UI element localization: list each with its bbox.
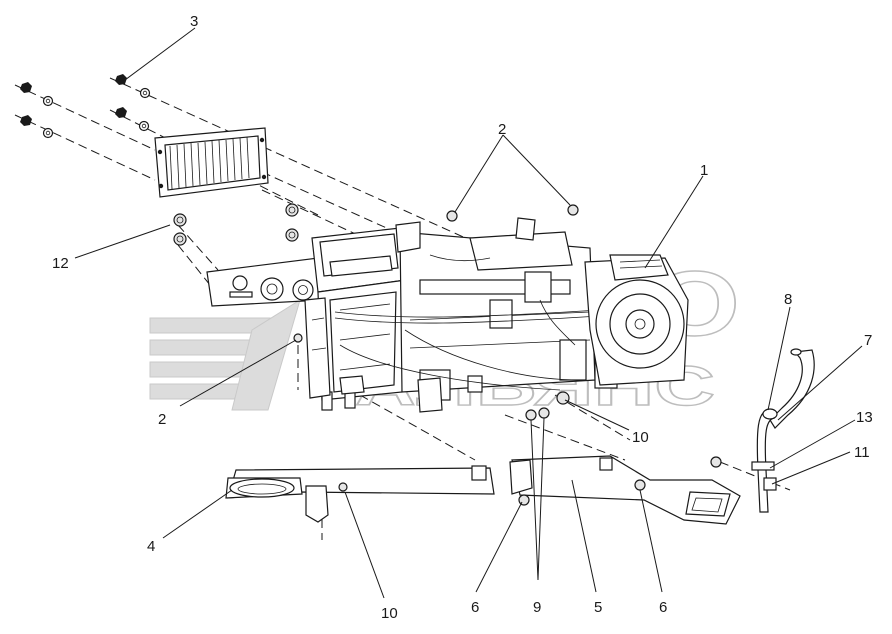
callout-4: 4	[147, 538, 155, 555]
callout-7: 7	[864, 332, 872, 349]
leader-lines	[74, 27, 863, 599]
callout-2-top: 2	[498, 121, 506, 138]
callout-6-left: 6	[471, 599, 479, 616]
hose-assembly	[710, 348, 815, 513]
watermark-logo	[149, 298, 301, 411]
callout-5: 5	[594, 599, 602, 616]
callout-2-left: 2	[158, 411, 166, 428]
nuts-item-2-top	[446, 204, 579, 222]
callout-labels: 1 2 2 3 4 5 6 6 7 8 9 10 10 11 12 13	[52, 13, 873, 622]
callout-6-right: 6	[659, 599, 667, 616]
cabin-filter-frame	[154, 127, 269, 198]
fastener-group-top-left	[20, 74, 151, 139]
callout-11: 11	[854, 444, 870, 461]
callout-3: 3	[190, 13, 198, 30]
callout-8: 8	[784, 291, 792, 308]
filter-pleats	[169, 136, 250, 190]
callout-10-right: 10	[632, 429, 649, 446]
nuts-item-12	[173, 203, 299, 246]
floor-duct-right	[509, 407, 741, 525]
callout-10-bottom: 10	[381, 605, 398, 622]
callout-13: 13	[856, 409, 873, 426]
hvac-unit-assembly	[206, 217, 689, 413]
callout-1: 1	[700, 162, 708, 179]
floor-duct-left	[225, 465, 495, 523]
callout-12: 12	[52, 255, 69, 272]
callout-9: 9	[533, 599, 541, 616]
